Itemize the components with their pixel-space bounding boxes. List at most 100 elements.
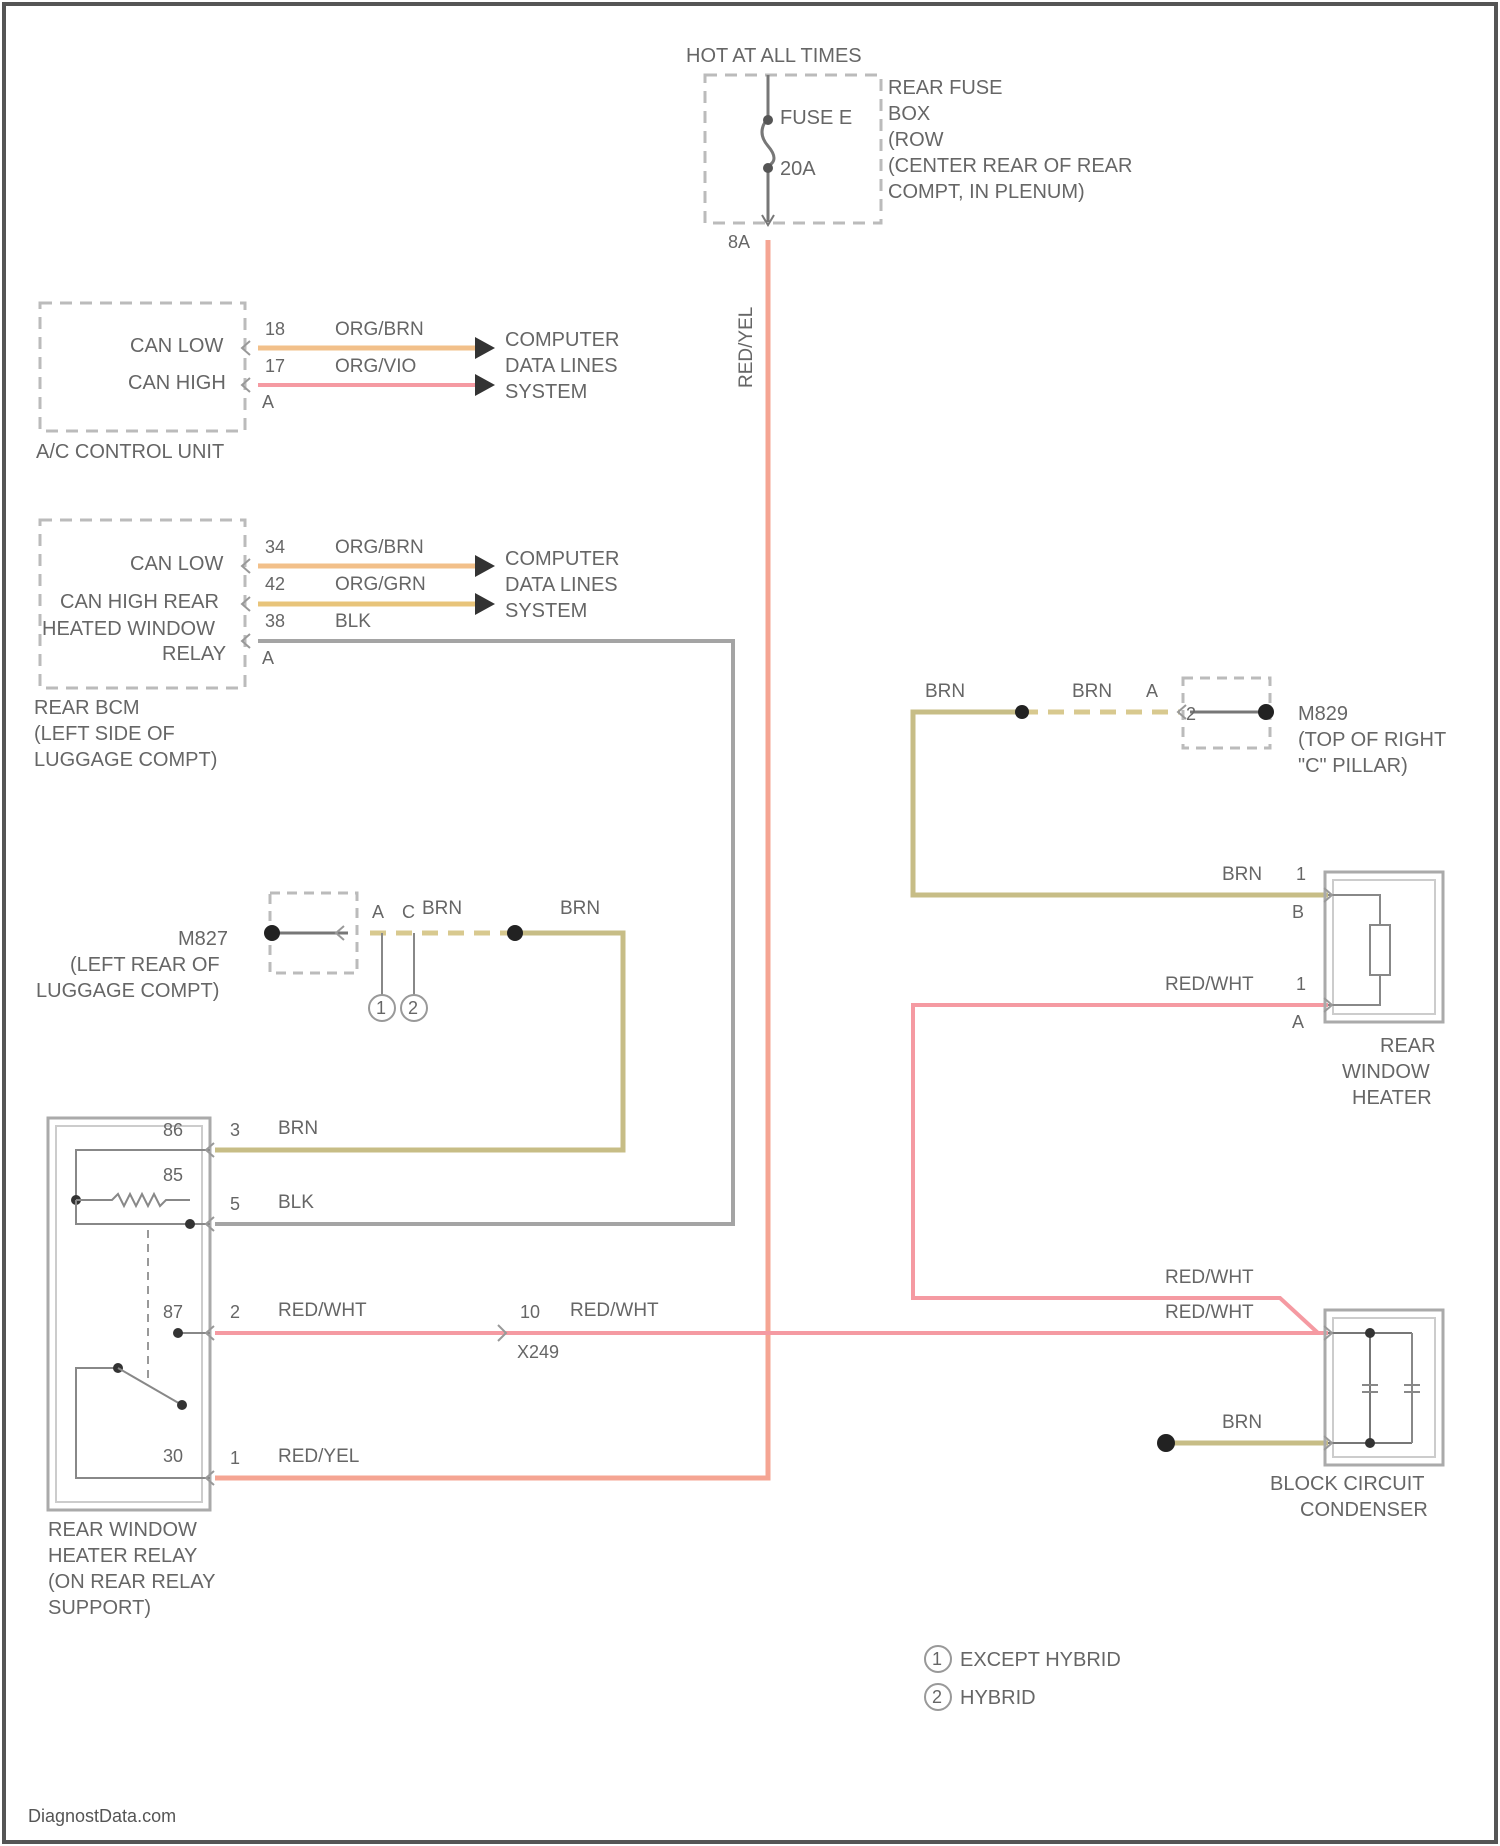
heater-wire-label: BRN <box>1222 864 1262 885</box>
fuse-label: FUSE E <box>780 107 852 129</box>
heater-name-line: HEATER <box>1352 1087 1432 1109</box>
hot-at-all-times-label: HOT AT ALL TIMES <box>686 45 862 67</box>
switch-contact-dot <box>177 1400 187 1410</box>
heater-name-line: WINDOW <box>1342 1061 1430 1083</box>
wire-brn-heater <box>913 712 1328 895</box>
fuse-dot-bottom <box>763 163 773 173</box>
heater-conn-label: A <box>1292 1012 1304 1032</box>
switch-contact-dot <box>173 1328 183 1338</box>
relay-name-line: (ON REAR RELAY <box>48 1571 215 1593</box>
wire-red-yel-main <box>215 240 768 1478</box>
wire-red-wht-heater <box>913 1005 1328 1333</box>
m829-pin-label: 2 <box>1186 704 1196 724</box>
bcm-dest-line: SYSTEM <box>505 600 587 622</box>
legend-text: HYBRID <box>960 1687 1036 1709</box>
bcm-wire-label: BLK <box>335 611 371 632</box>
legend-number: 2 <box>932 1687 942 1707</box>
relay-pin-number: 2 <box>230 1302 240 1322</box>
fuse-box-line: BOX <box>888 103 930 125</box>
splice-dot <box>507 925 523 941</box>
riser-wire-label: RED/YEL <box>736 307 757 388</box>
m829-conn-label: A <box>1146 681 1158 701</box>
inline-conn-name: X249 <box>517 1342 559 1362</box>
fuse-box-line: (ROW <box>888 129 944 151</box>
relay-terminal: 30 <box>163 1446 183 1466</box>
ground-dot <box>264 925 280 941</box>
coil-icon <box>76 1194 190 1206</box>
ac-pin-number: 17 <box>265 356 285 376</box>
bcm-connector-label: A <box>262 648 274 668</box>
arrow-icon <box>475 555 495 577</box>
ac-wire-label: ORG/VIO <box>335 356 416 377</box>
arrow-icon <box>475 337 495 359</box>
heater-element-icon <box>1370 925 1390 975</box>
legend-text: EXCEPT HYBRID <box>960 1649 1121 1671</box>
condenser-wire-label: RED/WHT <box>1165 1302 1254 1323</box>
bcm-pin-number: 34 <box>265 537 285 557</box>
condenser-name-line: BLOCK CIRCUIT <box>1270 1473 1424 1495</box>
relay-name-line: REAR WINDOW <box>48 1519 197 1541</box>
ground-m827: 1 2 A C BRN BRN M827 (LEFT REAR OF LUGGA… <box>36 893 600 1021</box>
relay-pin-number: 5 <box>230 1194 240 1214</box>
junction-dot <box>1365 1438 1375 1448</box>
heater-conn-label: B <box>1292 902 1304 922</box>
junction-dot <box>1365 1328 1375 1338</box>
relay-pin-number: 3 <box>230 1120 240 1140</box>
bcm-pin-label: CAN HIGH REAR <box>60 591 219 613</box>
bcm-pin-label: CAN LOW <box>130 553 223 575</box>
fuse-terminal-label: 8A <box>728 232 750 252</box>
legend-ref-number: 1 <box>376 998 386 1018</box>
bcm-name-line: REAR BCM <box>34 697 140 719</box>
ac-connector-label: A <box>262 392 274 412</box>
bcm-dest-line: DATA LINES <box>505 574 618 596</box>
relay-wire-label: BRN <box>278 1118 318 1139</box>
relay-name-line: SUPPORT) <box>48 1597 151 1619</box>
relay-terminal: 85 <box>163 1165 183 1185</box>
relay-terminal: 87 <box>163 1302 183 1322</box>
heater-wire-label: RED/WHT <box>1165 974 1254 995</box>
wire-brn-relay-86 <box>215 933 623 1150</box>
condenser-wire-label: BRN <box>1222 1412 1262 1433</box>
bcm-pin-number: 42 <box>265 574 285 594</box>
ac-can-low-label: CAN LOW <box>130 335 223 357</box>
fuse-box-line: REAR FUSE <box>888 77 1002 99</box>
relay-wire-label: RED/YEL <box>278 1446 359 1467</box>
bcm-pin-label: HEATED WINDOW <box>42 618 215 640</box>
relay-terminal: 86 <box>163 1120 183 1140</box>
inline-conn-number: 10 <box>520 1302 540 1322</box>
m829-wire-label: BRN <box>1072 681 1112 702</box>
m829-name-line: M829 <box>1298 703 1348 725</box>
ground-dot <box>1157 1434 1175 1452</box>
bcm-dest-line: COMPUTER <box>505 548 619 570</box>
m827-name-line: LUGGAGE COMPT) <box>36 980 219 1002</box>
condenser-name-line: CONDENSER <box>1300 1499 1428 1521</box>
legend: 1 EXCEPT HYBRID 2 HYBRID <box>925 1646 1121 1710</box>
rear-window-heater: 1 B 1 A BRN RED/WHT REAR WINDOW HEATER <box>1165 864 1443 1109</box>
inline-conn-wire: RED/WHT <box>570 1300 659 1321</box>
heater-pin-number: 1 <box>1296 864 1306 884</box>
relay-wire-label: BLK <box>278 1192 314 1213</box>
condenser-wire-label: RED/WHT <box>1165 1267 1254 1288</box>
m829-name-line: "C" PILLAR) <box>1298 755 1408 777</box>
bcm-wire-label: ORG/BRN <box>335 537 424 558</box>
bcm-wire-label: ORG/GRN <box>335 574 426 595</box>
block-circuit-condenser: RED/WHT RED/WHT BRN BLOCK CIRCUIT CONDEN… <box>1157 1267 1443 1521</box>
heater-name-line: REAR <box>1380 1035 1436 1057</box>
m827-conn-c: C <box>402 902 415 922</box>
heater-pin-number: 1 <box>1296 974 1306 994</box>
rear-bcm: CAN LOW CAN HIGH REAR HEATED WINDOW RELA… <box>34 520 619 771</box>
relay-name-line: HEATER RELAY <box>48 1545 197 1567</box>
switch-blade-icon <box>118 1368 182 1405</box>
ac-unit-name: A/C CONTROL UNIT <box>36 441 224 463</box>
m827-name-line: (LEFT REAR OF <box>70 954 220 976</box>
fuse-box-line: COMPT, IN PLENUM) <box>888 181 1085 203</box>
relay-wire-label: RED/WHT <box>278 1300 367 1321</box>
ground-m829: BRN BRN A 2 M829 (TOP OF RIGHT "C" PILLA… <box>925 678 1446 777</box>
rear-fuse-box: HOT AT ALL TIMES FUSE E 20A 8A REAR FUSE… <box>686 45 1132 252</box>
rear-window-heater-relay: 86 85 87 30 3 5 2 1 BRN BLK RED/WHT RED/… <box>48 1118 367 1619</box>
relay-pin-number: 1 <box>230 1448 240 1468</box>
bcm-name-line: LUGGAGE COMPT) <box>34 749 217 771</box>
legend-number: 1 <box>932 1649 942 1669</box>
m827-conn-a: A <box>372 902 384 922</box>
